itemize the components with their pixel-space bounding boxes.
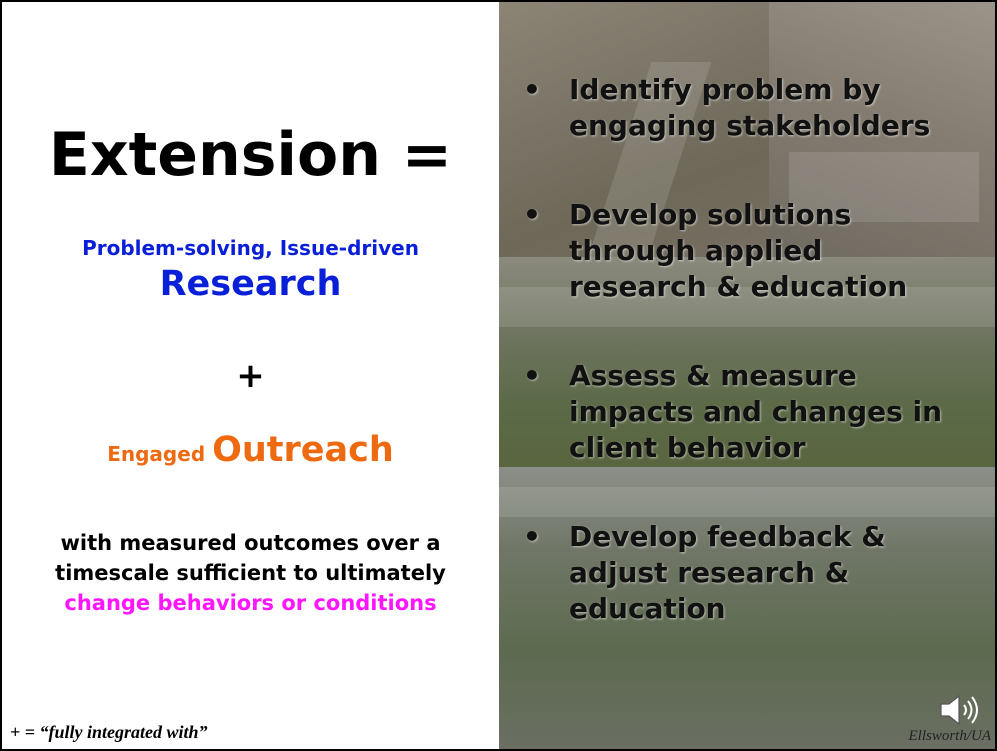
outreach-line: Engaged Outreach bbox=[2, 430, 499, 470]
left-panel: Extension = Problem-solving, Issue-drive… bbox=[2, 2, 499, 749]
photo-field-day-group bbox=[499, 467, 995, 749]
footnote: + = “fully integrated with” bbox=[10, 722, 208, 742]
outcome-line-2: timescale sufficient to ultimately bbox=[55, 561, 446, 585]
bullet-dot: • bbox=[523, 198, 541, 231]
research-subtitle: Problem-solving, Issue-driven bbox=[82, 236, 419, 260]
research-word: Research bbox=[159, 264, 342, 304]
outreach-word: Outreach bbox=[212, 430, 394, 470]
speaker-icon[interactable] bbox=[939, 692, 983, 728]
photo-tractor-field bbox=[499, 257, 995, 467]
bullet-item-4: •Develop feedback &adjust research &educ… bbox=[523, 520, 886, 625]
bullet-dot: • bbox=[523, 520, 541, 553]
plus-sign: + bbox=[236, 356, 265, 396]
photo-meeting-table bbox=[769, 2, 995, 257]
outcome-line-1: with measured outcomes over a bbox=[60, 531, 441, 555]
outreach-engaged: Engaged bbox=[107, 442, 213, 466]
outcome-highlight: change behaviors or conditions bbox=[64, 591, 437, 615]
photo-credit: Ellsworth/UA bbox=[908, 728, 991, 744]
outcome-text: with measured outcomes over a timescale … bbox=[2, 528, 499, 618]
bullet-dot: • bbox=[523, 359, 541, 392]
slide-title: Extension = bbox=[48, 120, 453, 190]
photo-field-workers bbox=[499, 2, 769, 262]
bullet-dot: • bbox=[523, 73, 541, 106]
